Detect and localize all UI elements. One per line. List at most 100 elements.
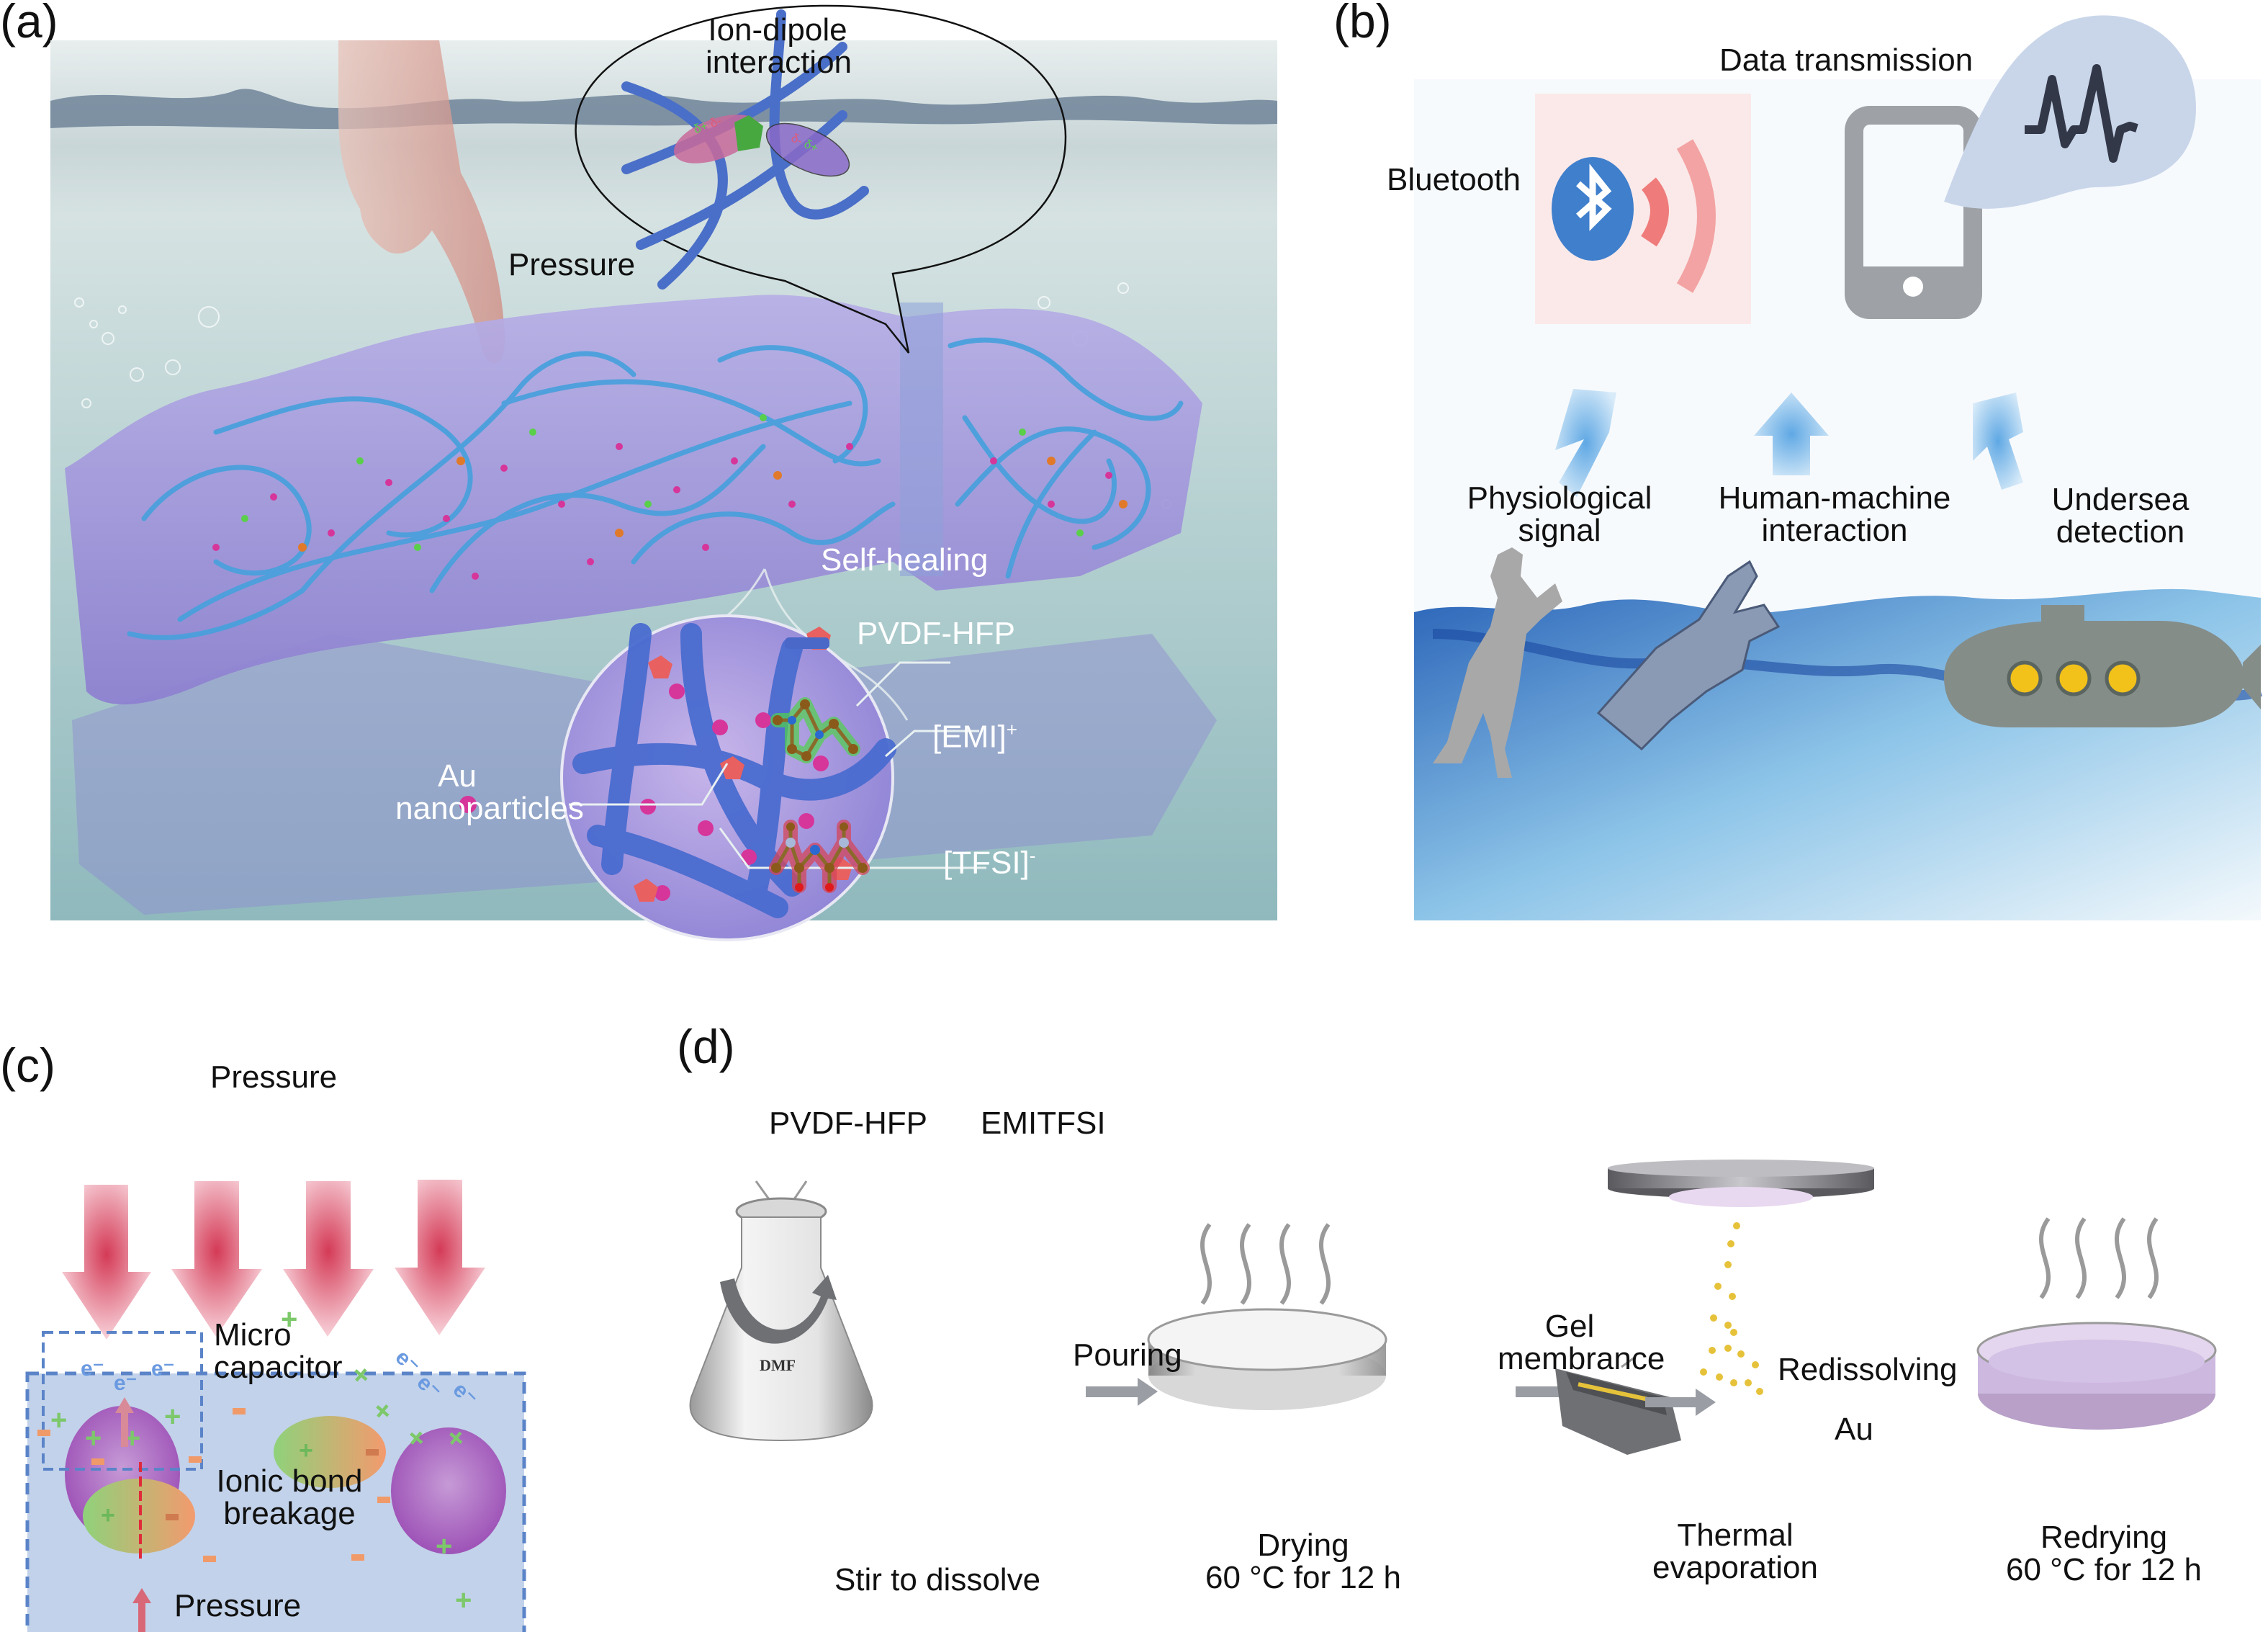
pouring-arrow bbox=[1086, 1378, 1158, 1406]
pressure-top-label: Pressure bbox=[210, 1059, 338, 1095]
input-arrow-pvdf bbox=[755, 1180, 770, 1200]
input-emitfsi: EMITFSI bbox=[981, 1106, 1106, 1141]
legend-tfsi-charge: - bbox=[1029, 845, 1036, 866]
app-label-line2: detection bbox=[2056, 514, 2185, 550]
app-label-line2: interaction bbox=[1761, 512, 1908, 548]
porthole bbox=[2105, 660, 2141, 696]
runner-silhouette bbox=[1433, 547, 1562, 778]
pressure-arrow bbox=[283, 1181, 374, 1337]
step-label-line1: Stir to dissolve bbox=[834, 1562, 1041, 1597]
svg-text:+: + bbox=[85, 1422, 102, 1454]
svg-text:+: + bbox=[281, 1304, 297, 1335]
svg-text:e⁻: e⁻ bbox=[151, 1357, 175, 1381]
legend-line-emi bbox=[885, 730, 979, 758]
redrying-steam bbox=[2039, 1217, 2159, 1299]
dipole-right bbox=[765, 122, 850, 177]
finger bbox=[338, 40, 505, 364]
step-drying: Drying 60 °C for 12 h bbox=[1195, 1529, 1411, 1595]
data-transmission-label: Data transmission bbox=[1719, 42, 1974, 78]
pressure-arrow-bottom bbox=[132, 1588, 151, 1632]
self-healing-label: Self-healing bbox=[821, 542, 989, 578]
ion-pair-intact bbox=[274, 1416, 386, 1488]
stir-arrow bbox=[720, 1275, 837, 1344]
svg-text:+: + bbox=[50, 1404, 67, 1436]
legend-emi-charge: + bbox=[1006, 719, 1017, 740]
pressure-arrow bbox=[171, 1181, 262, 1337]
svg-text:e⁻: e⁻ bbox=[81, 1357, 104, 1381]
svg-text:e⁻: e⁻ bbox=[114, 1371, 138, 1395]
legend-pvdf-hfp: PVDF-HFP bbox=[857, 616, 1015, 651]
step-label-line2: evaporation bbox=[1652, 1549, 1818, 1585]
bluetooth-label: Bluetooth bbox=[1387, 162, 1521, 197]
pvdf-hfp-icon bbox=[785, 637, 829, 649]
tfsi-molecule-icon bbox=[769, 820, 870, 893]
panel-b-letter: (b) bbox=[1333, 0, 1392, 48]
step-label-line2: 60 °C for 12 h bbox=[2006, 1551, 2202, 1587]
app-human-machine-interaction: Human-machine interaction bbox=[1691, 482, 1979, 548]
arrow-up-right bbox=[1973, 393, 2023, 490]
legend-tfsi-text: [TFSI] bbox=[943, 845, 1030, 881]
redrying-gel bbox=[1989, 1340, 2205, 1383]
ion-pair-minus bbox=[366, 1449, 379, 1456]
legend-line-pvdf bbox=[855, 661, 950, 707]
legend-emi-text: [EMI] bbox=[932, 719, 1007, 755]
small-pressure-arrow-up bbox=[115, 1397, 134, 1447]
ionic-line1: Ionic bond bbox=[216, 1463, 363, 1499]
au-label: Au bbox=[1835, 1412, 1873, 1447]
au-label-line2: nanoparticles bbox=[395, 790, 584, 826]
au-nanoparticle-icon bbox=[459, 796, 477, 813]
panel-a-letter: (a) bbox=[0, 0, 58, 48]
gel-membrane-on-plate bbox=[1669, 1187, 1813, 1207]
app-label-line1: Undersea bbox=[2051, 482, 2190, 517]
svg-text:+: + bbox=[455, 1584, 472, 1616]
legend-line-tfsi bbox=[719, 828, 986, 869]
pressure-label-a: Pressure bbox=[508, 247, 636, 282]
gold-vapor bbox=[1700, 1222, 1763, 1395]
ion-dipole-label-line1: Ion-dipole bbox=[708, 12, 847, 48]
ionic-line2: breakage bbox=[223, 1495, 356, 1531]
pressure-arrow bbox=[395, 1180, 485, 1335]
drying-steam bbox=[1200, 1223, 1331, 1305]
app-undersea-detection: Undersea detection bbox=[2023, 482, 2218, 550]
app-label-line1: Physiological bbox=[1467, 480, 1652, 516]
legend-emi: [EMI]+ bbox=[932, 720, 1017, 754]
arrow-label-pouring: Pouring bbox=[1073, 1337, 1182, 1373]
zoom-circle-au bbox=[640, 683, 829, 901]
arrow-label-redissolving: Redissolving bbox=[1778, 1352, 1958, 1387]
flask-label-dmf: DMF bbox=[760, 1356, 796, 1374]
arrow-label-line2: membrance bbox=[1498, 1340, 1665, 1376]
micro-capacitor-box bbox=[42, 1331, 203, 1471]
input-pvdf-hfp: PVDF-HFP bbox=[769, 1106, 927, 1141]
substrate-plate-top bbox=[1608, 1160, 1874, 1177]
submarine-hull bbox=[1944, 621, 2246, 727]
au-label-line1: Au bbox=[438, 758, 477, 794]
phone-home-button bbox=[1903, 277, 1923, 297]
ionic-bond-breakage-label: Ionic bond breakage bbox=[203, 1463, 376, 1531]
au-pointer bbox=[1621, 1356, 1635, 1368]
step-redrying: Redrying 60 °C for 12 h bbox=[1996, 1521, 2212, 1587]
arrow-label-line1: Gel bbox=[1544, 1309, 1595, 1344]
pressure-arrows-top bbox=[62, 1180, 485, 1340]
ion-pair-broken bbox=[83, 1479, 195, 1553]
svg-text:+: + bbox=[164, 1401, 181, 1433]
ion-dipole-label-line2: interaction bbox=[706, 44, 852, 80]
waveform-bubble bbox=[1944, 15, 2196, 209]
legend-tfsi: [TFSI]- bbox=[943, 846, 1035, 880]
app-physiological-signal: Physiological signal bbox=[1444, 480, 1675, 547]
ion-dipole-label: Ion-dipole interaction bbox=[706, 12, 852, 80]
panel-d-letter: (d) bbox=[677, 1020, 735, 1073]
ion-pair-plus: + bbox=[299, 1437, 313, 1464]
micro-capacitor-line1: Micro bbox=[214, 1317, 292, 1353]
signal-wave-1 bbox=[1640, 177, 1669, 247]
step-stir-to-dissolve: Stir to dissolve bbox=[829, 1564, 1045, 1597]
au-dots bbox=[212, 443, 1112, 580]
legend-line-au bbox=[569, 763, 729, 806]
pressure-bottom-label: Pressure bbox=[174, 1588, 302, 1623]
signal-wave-2 bbox=[1676, 139, 1716, 293]
porthole bbox=[2007, 660, 2043, 696]
flask bbox=[689, 1216, 873, 1442]
input-arrow-emitfsi bbox=[793, 1180, 808, 1200]
emi-molecule-icon bbox=[770, 697, 860, 763]
